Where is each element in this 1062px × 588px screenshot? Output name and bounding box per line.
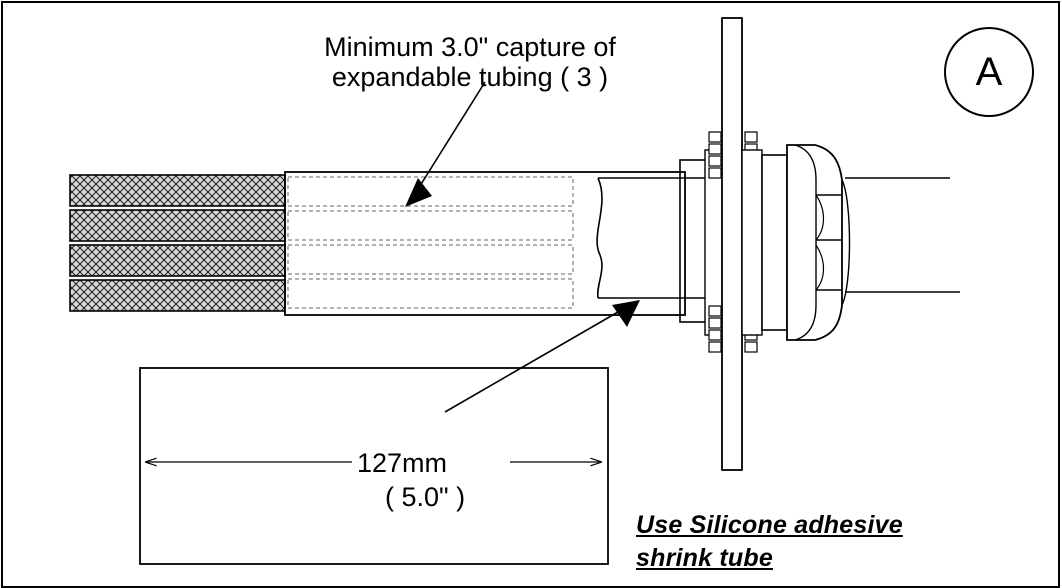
capture-note-line2: expandable tubing ( 3 ) bbox=[331, 62, 609, 93]
hidden-cable-1 bbox=[287, 176, 574, 207]
dimension-in: ( 5.0" ) bbox=[385, 482, 466, 512]
braided-cable-4 bbox=[69, 279, 286, 312]
braided-cable-1 bbox=[69, 174, 286, 207]
gland-neck bbox=[761, 154, 788, 331]
locknut-teeth-left bbox=[708, 131, 722, 353]
hidden-cable-3 bbox=[287, 244, 574, 275]
capture-note-line1: Minimum 3.0" capture of bbox=[324, 32, 616, 62]
capture-leader-line bbox=[412, 81, 486, 198]
view-badge-circle bbox=[944, 27, 1034, 117]
capture-note: Minimum 3.0" capture of expandable tubin… bbox=[240, 32, 700, 92]
dimension-mm: 127mm bbox=[357, 448, 448, 478]
cable-gland bbox=[679, 17, 851, 471]
hidden-cable-4 bbox=[287, 278, 574, 309]
gland-cap-nut bbox=[786, 144, 843, 341]
hidden-cable-2 bbox=[287, 210, 574, 241]
gland-locknut-right bbox=[741, 149, 763, 336]
tubing-outline bbox=[284, 171, 686, 316]
expandable-tubing bbox=[284, 171, 686, 316]
braided-cable-2 bbox=[69, 209, 286, 242]
braided-cable-3 bbox=[69, 244, 286, 277]
panel-wall bbox=[721, 17, 743, 471]
shrink-arrowhead bbox=[612, 300, 640, 327]
instruction-line2: shrink tube bbox=[636, 544, 773, 572]
capture-arrowhead bbox=[405, 178, 432, 207]
view-badge-letter: A bbox=[975, 50, 1003, 94]
instruction-line1: Use Silicone adhesive bbox=[636, 511, 903, 539]
dimension-box bbox=[139, 367, 609, 565]
outgoing-cable bbox=[845, 177, 960, 293]
braided-cable-bundle bbox=[69, 174, 286, 312]
shrink-leader-line bbox=[444, 311, 619, 413]
